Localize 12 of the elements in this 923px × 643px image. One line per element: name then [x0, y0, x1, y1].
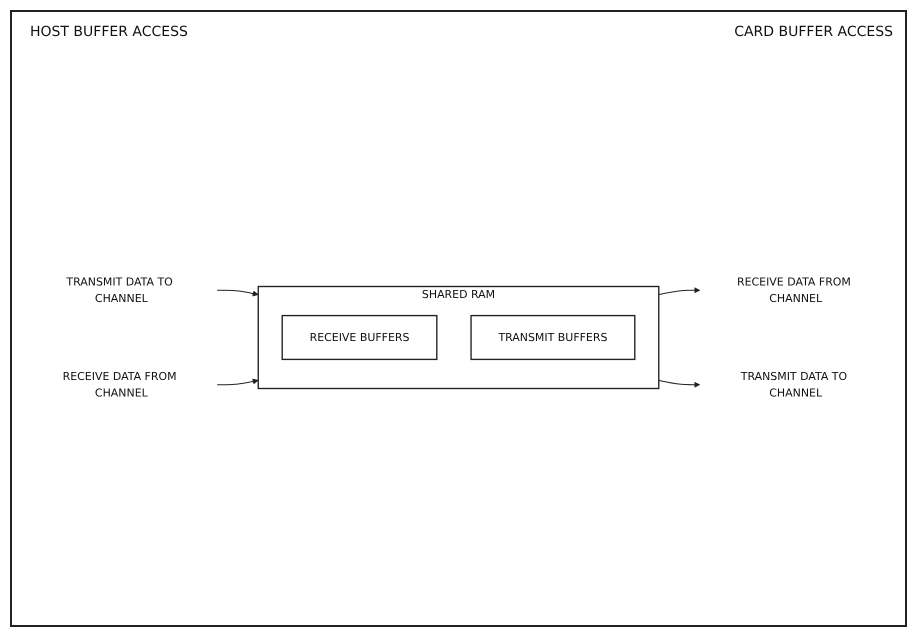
section-heading: CARD BUFFER ACCESS — [734, 24, 893, 40]
node-box: TRANSMIT BUFFERS — [470, 314, 636, 360]
node-text: RECEIVE DATA FROM CHANNEL — [62, 370, 177, 400]
arrow — [217, 290, 259, 296]
arrow — [217, 378, 259, 386]
node-text: RECEIVE DATA FROM CHANNEL — [736, 275, 851, 305]
section-heading: HOST BUFFER ACCESS — [30, 24, 188, 40]
node-box: RECEIVE BUFFERS — [282, 314, 438, 360]
arrow — [658, 287, 700, 296]
arrow — [658, 380, 700, 388]
node-text: TRANSMIT DATA TO CHANNEL — [740, 370, 848, 400]
node-text: TRANSMIT DATA TO CHANNEL — [66, 275, 173, 305]
